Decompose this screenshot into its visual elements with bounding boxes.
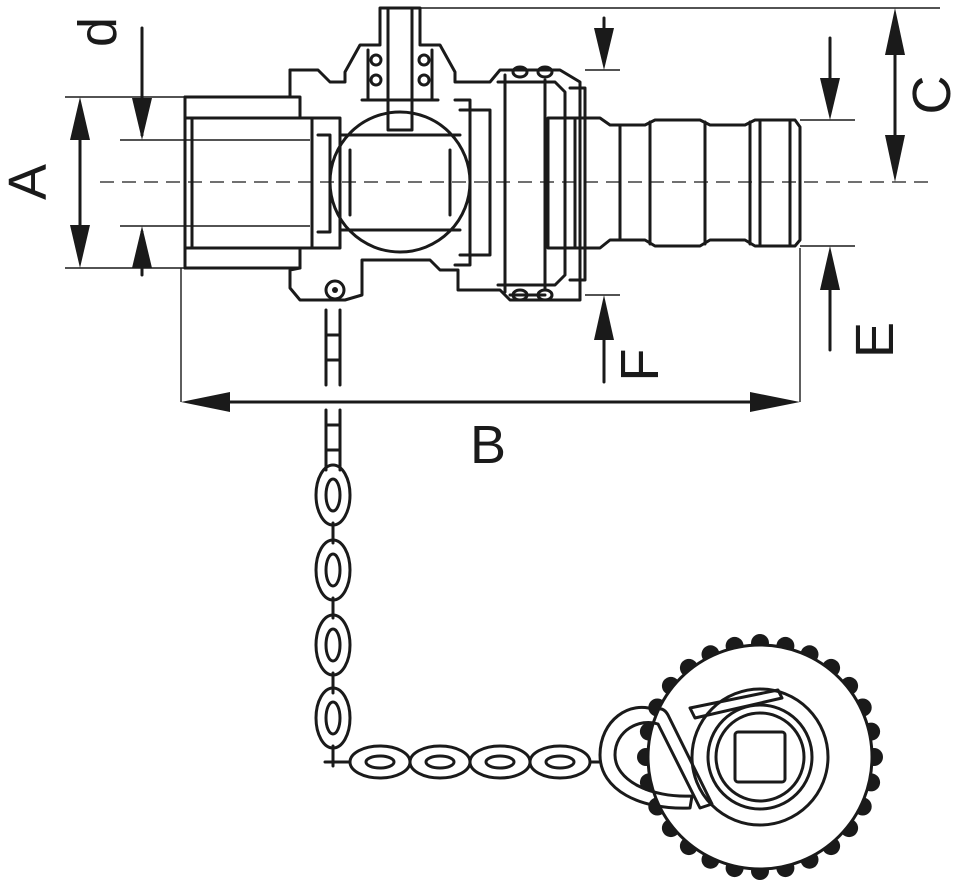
chain-link <box>348 744 412 780</box>
chain-link <box>408 744 472 780</box>
chain-link-hole <box>324 700 342 736</box>
chain <box>314 408 602 780</box>
dim-label-F: F <box>610 349 670 382</box>
chain-link-hole <box>544 754 576 770</box>
dim-label-A: A <box>0 164 58 200</box>
dim-label-C: C <box>902 76 960 115</box>
chain-link-hole <box>364 754 396 770</box>
chain-link <box>314 613 352 677</box>
chain-link-hole <box>324 552 342 588</box>
chain-link-hole <box>484 754 516 770</box>
chain-link <box>468 744 532 780</box>
chain-link-hole <box>324 477 342 513</box>
chain-link <box>528 744 592 780</box>
chain-link <box>314 538 352 602</box>
chain-link-hole <box>424 754 456 770</box>
chain-link <box>314 686 352 750</box>
dimensions <box>65 7 940 412</box>
valve-assembly <box>183 6 802 387</box>
chain-link-hole <box>324 627 342 663</box>
chain-link <box>314 463 352 527</box>
dim-label-d: d <box>68 17 128 47</box>
dim-label-E: E <box>845 322 905 358</box>
dim-label-B: B <box>470 415 506 475</box>
dust-cap <box>598 634 883 880</box>
